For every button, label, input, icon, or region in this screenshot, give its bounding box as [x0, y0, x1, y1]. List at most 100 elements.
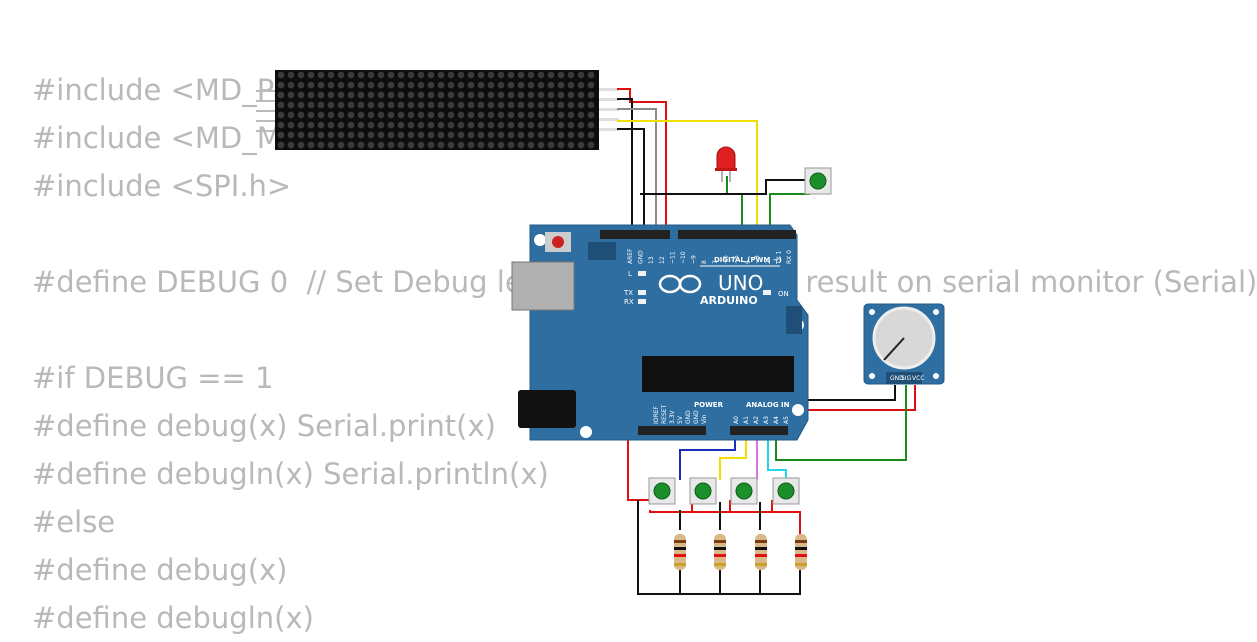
matrix-led	[397, 141, 405, 149]
matrix-led	[327, 91, 335, 99]
wire-gnd-rail	[637, 500, 801, 595]
matrix-led	[487, 81, 495, 89]
matrix-led	[437, 101, 445, 109]
matrix-led	[317, 141, 325, 149]
matrix-led	[467, 111, 475, 119]
pin-label: 12	[659, 256, 666, 264]
matrix-led	[317, 101, 325, 109]
knob-indicator	[883, 337, 905, 361]
matrix-led	[367, 91, 375, 99]
matrix-led	[427, 81, 435, 89]
matrix-led	[537, 131, 545, 139]
matrix-led	[577, 121, 585, 129]
matrix-led	[437, 71, 445, 79]
matrix-led	[467, 141, 475, 149]
matrix-led	[277, 101, 285, 109]
matrix-led	[417, 121, 425, 129]
matrix-led	[427, 131, 435, 139]
matrix-led	[457, 91, 465, 99]
matrix-led	[547, 141, 555, 149]
matrix-led	[437, 131, 445, 139]
matrix-led	[367, 81, 375, 89]
pin-label: RX 0	[786, 250, 793, 264]
matrix-led	[357, 121, 365, 129]
matrix-led	[307, 131, 315, 139]
led-matrix	[256, 70, 619, 150]
matrix-led	[277, 81, 285, 89]
matrix-led	[587, 81, 595, 89]
matrix-led	[567, 81, 575, 89]
matrix-led	[307, 121, 315, 129]
matrix-led	[327, 111, 335, 119]
wire-a0	[679, 432, 736, 480]
matrix-led	[397, 101, 405, 109]
wire-button-gnd	[640, 179, 810, 195]
code-line: #include <SPI.h>	[32, 169, 292, 203]
mount-hole	[792, 404, 804, 416]
matrix-led	[407, 71, 415, 79]
matrix-led	[577, 81, 585, 89]
matrix-led	[377, 101, 385, 109]
power-header-label: POWER	[694, 401, 724, 409]
matrix-led	[307, 71, 315, 79]
pushbutton	[730, 477, 758, 505]
matrix-led	[567, 121, 575, 129]
matrix-led	[427, 91, 435, 99]
pin-label: GND	[685, 410, 692, 424]
matrix-led	[287, 111, 295, 119]
pot-pin-label: SIG	[901, 375, 912, 382]
matrix-led	[497, 71, 505, 79]
matrix-led	[407, 101, 415, 109]
matrix-led	[437, 121, 445, 129]
matrix-led	[557, 71, 565, 79]
matrix-led	[417, 101, 425, 109]
matrix-led	[367, 111, 375, 119]
matrix-led	[287, 91, 295, 99]
matrix-led	[387, 91, 395, 99]
matrix-led	[337, 141, 345, 149]
matrix-led	[527, 71, 535, 79]
resistor	[755, 534, 767, 570]
arduino-logo	[658, 274, 702, 294]
matrix-led	[447, 81, 455, 89]
matrix-led	[417, 91, 425, 99]
matrix-led	[557, 91, 565, 99]
matrix-led	[407, 91, 415, 99]
matrix-led	[577, 131, 585, 139]
matrix-led	[317, 121, 325, 129]
matrix-led	[447, 121, 455, 129]
matrix-led	[347, 91, 355, 99]
led-l-label: L	[628, 270, 632, 278]
matrix-led	[557, 111, 565, 119]
matrix-led	[487, 71, 495, 79]
matrix-led	[447, 131, 455, 139]
matrix-led	[357, 81, 365, 89]
matrix-led	[357, 141, 365, 149]
pin-label: GND	[638, 250, 645, 264]
matrix-led	[427, 121, 435, 129]
matrix-led	[437, 111, 445, 119]
matrix-led	[467, 91, 475, 99]
matrix-led	[487, 111, 495, 119]
matrix-led	[587, 121, 595, 129]
mount-hole	[534, 234, 546, 246]
pin-label: A2	[753, 416, 760, 424]
matrix-led	[527, 81, 535, 89]
pushbutton	[648, 477, 676, 505]
matrix-led	[587, 71, 595, 79]
matrix-led	[307, 141, 315, 149]
matrix-led	[497, 111, 505, 119]
arduino-brand: ARDUINO	[700, 294, 758, 307]
matrix-led	[427, 111, 435, 119]
matrix-led	[287, 81, 295, 89]
matrix-led	[387, 101, 395, 109]
matrix-led	[287, 141, 295, 149]
matrix-led	[557, 81, 565, 89]
matrix-led	[507, 81, 515, 89]
matrix-led	[547, 101, 555, 109]
matrix-led	[357, 71, 365, 79]
matrix-led	[387, 71, 395, 79]
matrix-led	[317, 71, 325, 79]
